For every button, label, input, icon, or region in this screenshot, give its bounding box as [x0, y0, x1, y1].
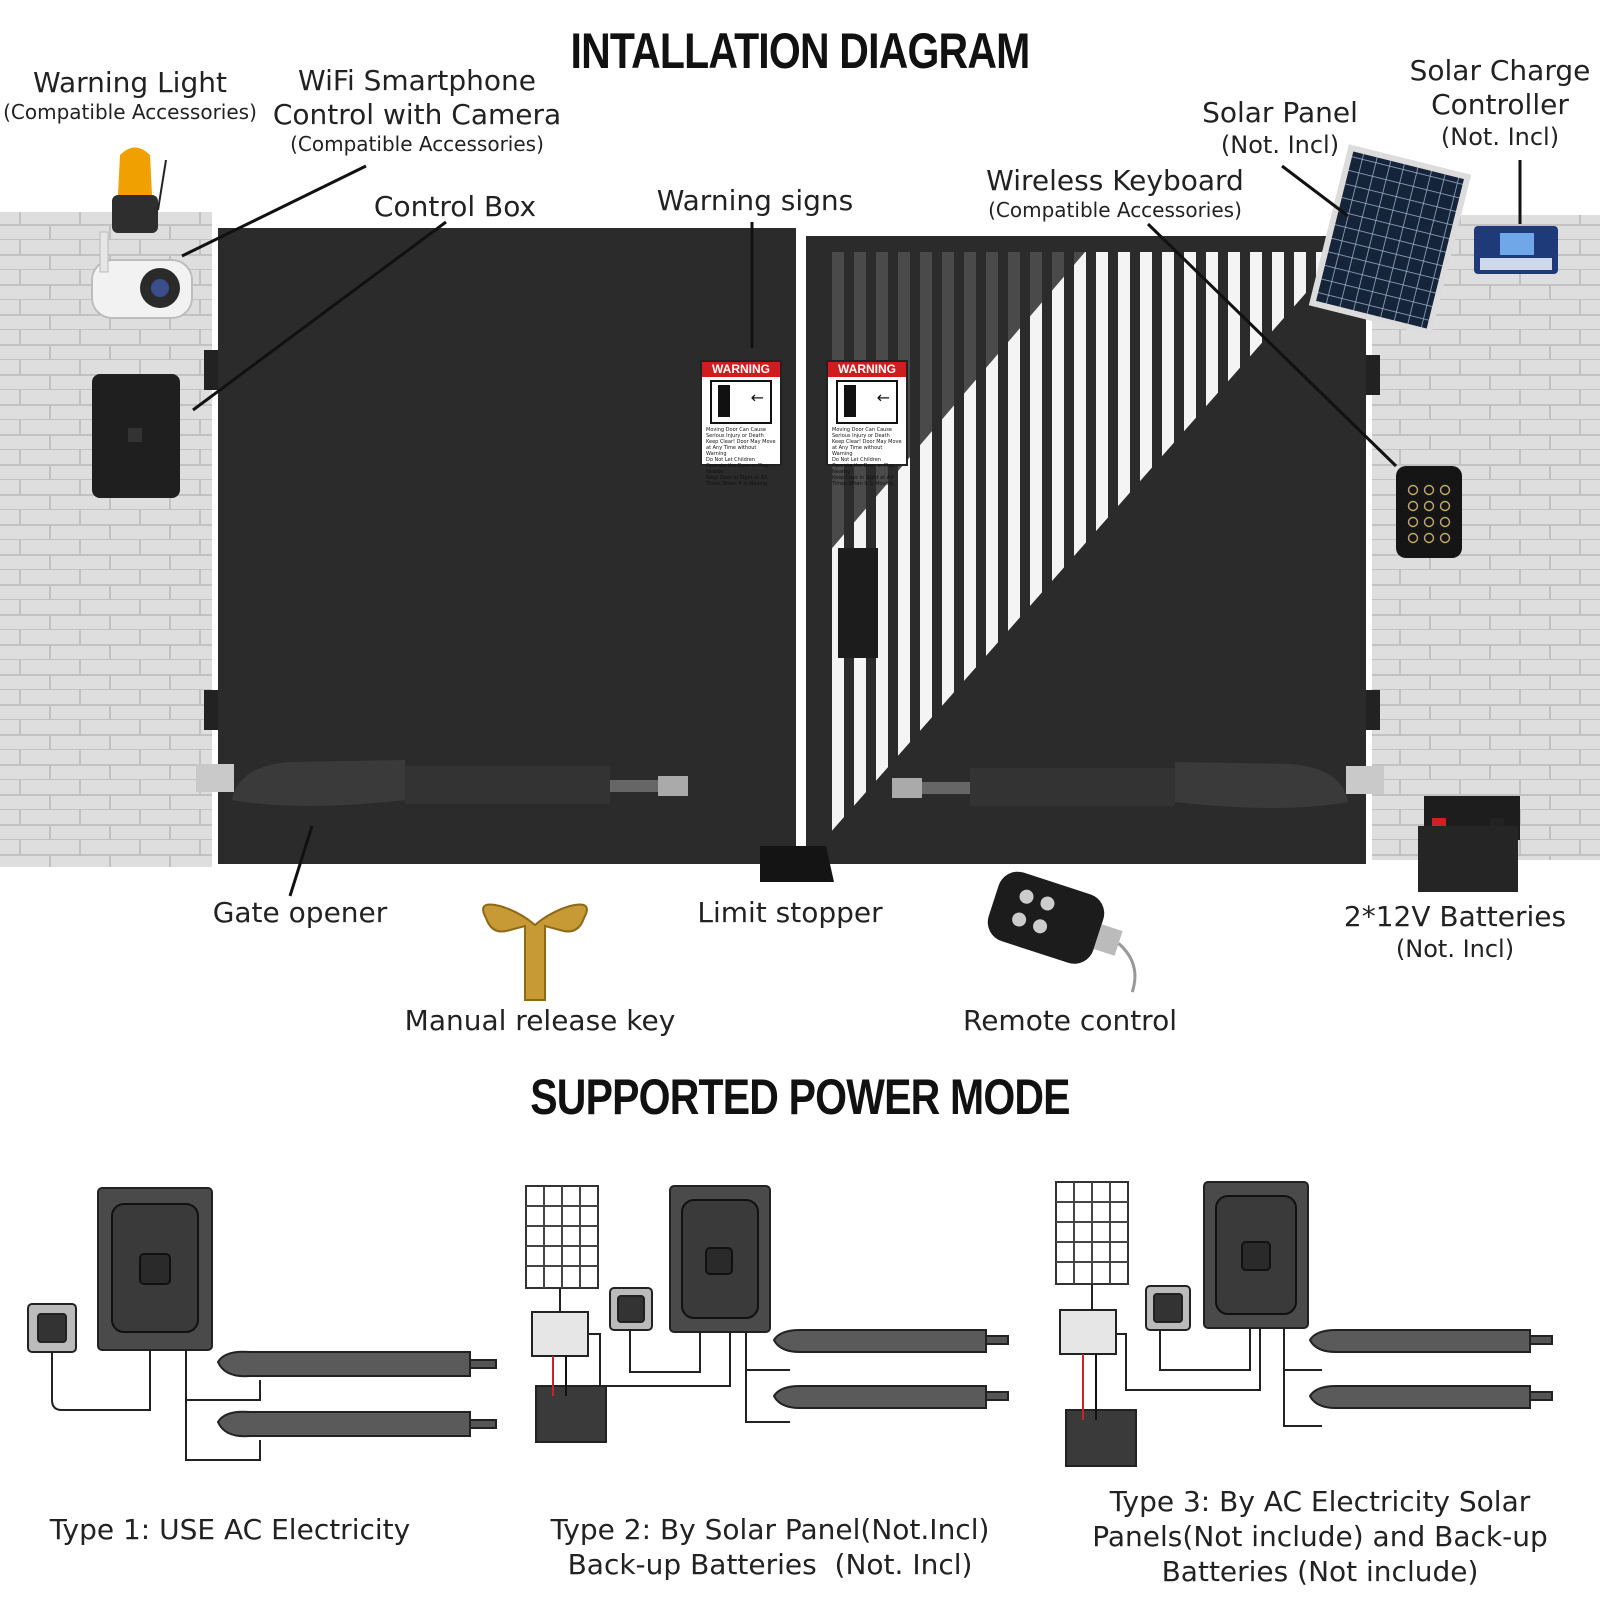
warning-sign-bullet: Keep Door in Sight at All Times When It …	[706, 475, 768, 487]
warning-sign-bullet: Keep Door in Sight at All Times When It …	[832, 475, 894, 487]
type-2-caption-line: Back-up Batteries (Not. Incl)	[567, 1548, 973, 1581]
warning-sign-header: WARNING	[828, 362, 906, 377]
label-warning-light-main: Warning Light	[33, 66, 227, 99]
label-wifi-control: WiFi Smartphone Control with Camera (Com…	[262, 64, 572, 156]
label-wifi-control-line1: WiFi Smartphone	[298, 64, 536, 97]
leader-lines	[181, 160, 1522, 897]
label-limit-stopper: Limit stopper	[697, 896, 883, 929]
power-mode-title: SUPPORTED POWER MODE	[530, 1069, 1070, 1125]
remote-control-device	[987, 871, 1137, 993]
label-wireless-keyboard: Wireless Keyboard (Compatible Accessorie…	[970, 164, 1260, 222]
label-solar-panel-main: Solar Panel	[1202, 96, 1358, 129]
label-remote-control: Remote control	[963, 1004, 1177, 1037]
label-wireless-keyboard-note: (Compatible Accessories)	[988, 198, 1242, 222]
warning-sign-left: WARNING Moving Door Can Cause Serious In…	[700, 360, 782, 487]
warning-sign-bullet: Keep Clear! Door May Move at Any Time wi…	[832, 439, 902, 457]
label-warning-light-note: (Compatible Accessories)	[3, 100, 257, 124]
manual-release-key-device	[482, 903, 588, 1001]
warning-sign-right: WARNING Moving Door Can Cause Serious In…	[826, 360, 908, 487]
label-batteries-note: (Not. Incl)	[1395, 935, 1515, 963]
type-3-caption-line: Panels(Not include) and Back-up	[1092, 1520, 1548, 1553]
warning-sign-pictogram	[836, 380, 898, 424]
wireless-keypad-device	[1396, 466, 1462, 558]
warning-sign-pictogram	[710, 380, 772, 424]
left-wall	[0, 212, 212, 867]
label-batteries-main: 2*12V Batteries	[1343, 900, 1567, 933]
label-control-box: Control Box	[373, 190, 537, 223]
left-gate-leaf	[218, 228, 796, 864]
label-gate-opener: Gate opener	[212, 896, 388, 929]
label-batteries: 2*12V Batteries (Not. Incl)	[1330, 900, 1580, 964]
label-solar-charge-controller: Solar Charge Controller (Not. Incl)	[1400, 54, 1600, 152]
type-3-caption-line: Type 3: By AC Electricity Solar	[1109, 1485, 1531, 1518]
wifi-camera-device	[91, 231, 193, 319]
batteries-device	[1418, 796, 1520, 892]
left-gate-opener	[196, 760, 688, 806]
type-1-caption-line: Type 1: USE AC Electricity	[49, 1513, 411, 1546]
type-2-caption-line: Type 2: By Solar Panel(Not.Incl)	[550, 1513, 990, 1546]
label-solar-charge-controller-line1: Solar Charge	[1409, 54, 1591, 87]
label-solar-charge-controller-note: (Not. Incl)	[1440, 123, 1560, 151]
warning-sign-heading: Moving Door Can Cause Serious Injury or …	[706, 427, 766, 439]
type-2-diagram	[525, 1185, 1009, 1443]
label-wireless-keyboard-main: Wireless Keyboard	[986, 164, 1244, 197]
installation-title: INTALLATION DIAGRAM	[570, 23, 1031, 79]
label-wifi-control-note: (Compatible Accessories)	[290, 132, 544, 156]
type-3-diagram	[1055, 1181, 1553, 1467]
limit-stopper-device	[760, 846, 834, 882]
type-3-caption-line: Batteries (Not include)	[1161, 1555, 1479, 1588]
label-solar-panel-note: (Not. Incl)	[1220, 131, 1340, 159]
warning-sign-heading: Moving Door Can Cause Serious Injury or …	[832, 427, 892, 439]
warning-sign-bullet: Do Not Let Children Operate the Door or …	[706, 457, 769, 475]
solar-charge-controller-device	[1474, 226, 1558, 274]
type-2-caption: Type 2: By Solar Panel(Not.Incl) Back-up…	[520, 1512, 1020, 1582]
warning-sign-header: WARNING	[702, 362, 780, 377]
warning-sign-bullet: Keep Clear! Door May Move at Any Time wi…	[706, 439, 776, 457]
label-wifi-control-line2: Control with Camera	[272, 98, 562, 131]
warning-sign-bullet: Do Not Let Children Operate the Door or …	[832, 457, 895, 475]
label-solar-charge-controller-line2: Controller	[1431, 88, 1569, 121]
solar-panel-device	[1308, 144, 1472, 336]
label-warning-signs: Warning signs	[656, 184, 854, 217]
type-1-caption: Type 1: USE AC Electricity	[20, 1512, 440, 1547]
right-gate-opener	[892, 762, 1384, 808]
type-1-diagram	[27, 1187, 497, 1461]
label-warning-light: Warning Light (Compatible Accessories)	[0, 66, 260, 124]
type-3-caption: Type 3: By AC Electricity Solar Panels(N…	[1060, 1484, 1580, 1589]
label-manual-release-key: Manual release key	[404, 1004, 676, 1037]
right-gate-leaf	[806, 236, 1366, 864]
label-solar-panel: Solar Panel (Not. Incl)	[1180, 96, 1380, 160]
